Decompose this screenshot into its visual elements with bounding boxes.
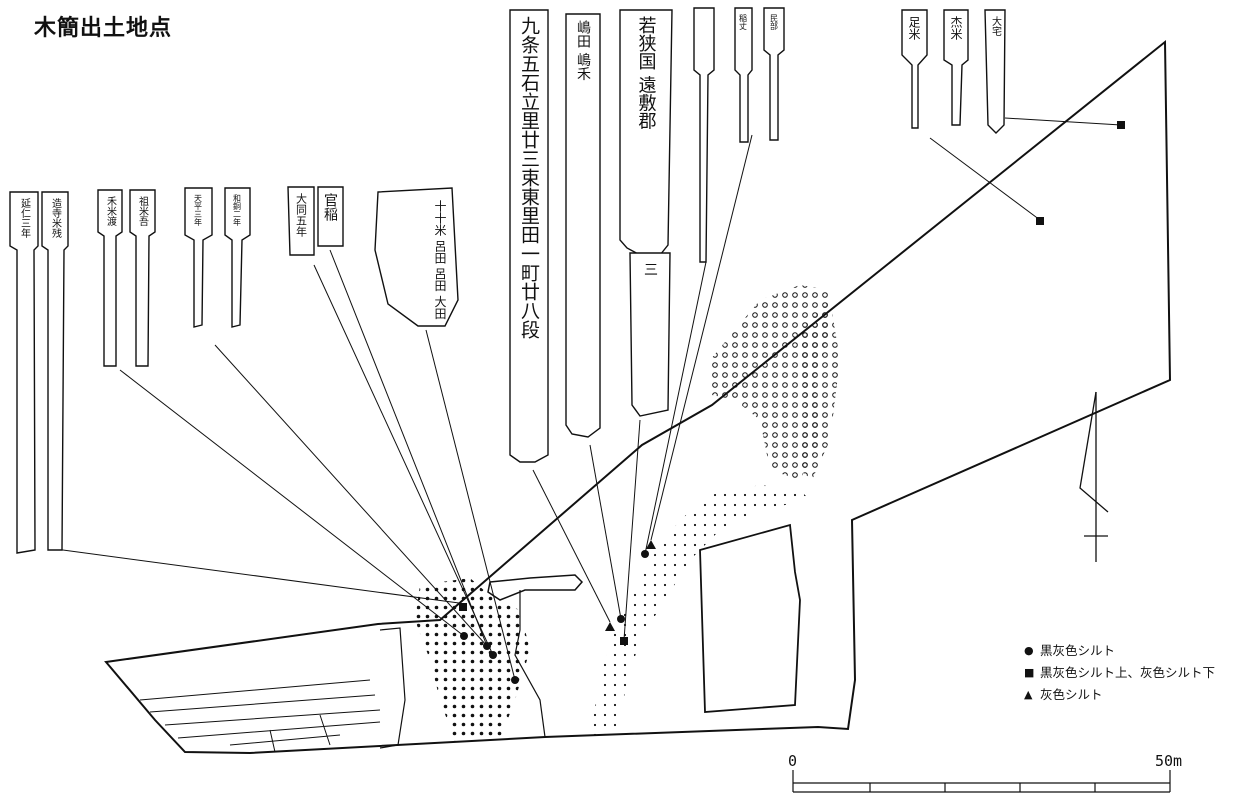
tablet-text: 若狭国 遠敷郡 xyxy=(636,16,657,130)
tablet-text: 大宅 xyxy=(990,15,1002,36)
tablet-text: 民部 xyxy=(770,14,779,31)
north-arrow xyxy=(1079,391,1109,562)
site-boundary xyxy=(104,39,1172,755)
tablet-2 xyxy=(41,191,69,551)
tablet-text: 天平三年 xyxy=(194,194,203,227)
scale-start-label: 0 xyxy=(788,752,798,770)
leader-lines xyxy=(47,117,1122,681)
tablet-text: 祖米吾 xyxy=(137,195,149,227)
legend-item-square: ■ 黒灰色シルト上、灰色シルト下 xyxy=(1024,662,1215,684)
tablet-text: 嶋田 嶋禾 xyxy=(575,20,591,81)
find-square xyxy=(459,603,467,611)
tablet-11 xyxy=(565,13,601,438)
tablet-15 xyxy=(734,7,753,143)
legend-label: 黒灰色シルト上、灰色シルト下 xyxy=(1040,665,1216,680)
channel-feature xyxy=(487,574,584,601)
tablet-drawings xyxy=(9,7,1006,554)
west-ditch xyxy=(379,627,406,749)
tablet-7 xyxy=(287,186,315,256)
tablet-10 xyxy=(509,9,549,463)
find-square xyxy=(620,637,628,645)
tablet-1 xyxy=(9,191,39,554)
tablet-text: 九条五石立里廿三束東里田一町廿八段 xyxy=(518,16,540,339)
legend-item-triangle: ▲ 灰色シルト xyxy=(1024,684,1215,706)
legend: ● 黒灰色シルト ■ 黒灰色シルト上、灰色シルト下 ▲ 灰色シルト xyxy=(1024,640,1215,706)
scale-bar xyxy=(792,770,1171,793)
tablet-14 xyxy=(693,7,715,263)
tablet-6 xyxy=(224,187,251,328)
legend-label: 灰色シルト xyxy=(1040,687,1103,702)
tablet-4 xyxy=(129,189,156,367)
triangle-marker-icon: ▲ xyxy=(1024,688,1033,701)
circle-marker-icon: ● xyxy=(1024,644,1034,657)
tablet-5 xyxy=(184,187,213,328)
silt-zone-corridor xyxy=(800,300,840,480)
inner-plot xyxy=(699,523,801,713)
silt-zone-west xyxy=(415,578,530,742)
tablet-9 xyxy=(374,187,459,327)
tablet-text: 足米 xyxy=(907,16,921,40)
tablet-inscriptions: 延仁三年 造寺米残 禾米渡 祖米吾 天平三年 和銅二年 大同五年 官稲 十十米 … xyxy=(19,13,1002,339)
tablet-19 xyxy=(984,9,1006,134)
tablet-8 xyxy=(317,186,344,247)
silt-zone-northeast xyxy=(710,285,830,480)
map-title: 木簡出土地点 xyxy=(34,16,173,41)
find-square xyxy=(1036,217,1044,225)
tablet-text: 和銅二年 xyxy=(233,194,242,227)
legend-label: 黒灰色シルト xyxy=(1040,643,1116,658)
tablet-text: 大同五年 xyxy=(295,192,308,237)
tablet-text: 禾米渡 xyxy=(105,196,117,227)
tablet-13 xyxy=(629,252,671,417)
tablet-18 xyxy=(943,9,969,126)
square-marker-icon: ■ xyxy=(1024,666,1035,679)
tablet-text: 官稲 xyxy=(322,193,338,221)
legend-item-circle: ● 黒灰色シルト xyxy=(1024,640,1215,662)
tablet-17 xyxy=(901,9,928,129)
find-triangle xyxy=(646,540,656,549)
tablet-text: 三 xyxy=(642,262,658,276)
find-triangle xyxy=(605,622,615,631)
tablet-3 xyxy=(97,189,123,367)
tablet-text: 稲丈 xyxy=(739,13,748,31)
tablet-16 xyxy=(763,7,785,141)
tablet-text: 杰米 xyxy=(949,16,963,40)
west-slope-lines xyxy=(139,679,381,753)
silt-zone-center xyxy=(590,485,810,735)
tablet-text: 十十米 呂田 呂田 大田 xyxy=(433,200,447,320)
scale-end-label: 50m xyxy=(1155,752,1183,770)
tablet-text: 造寺米残 xyxy=(50,197,62,239)
tablet-text: 延仁三年 xyxy=(19,198,31,239)
